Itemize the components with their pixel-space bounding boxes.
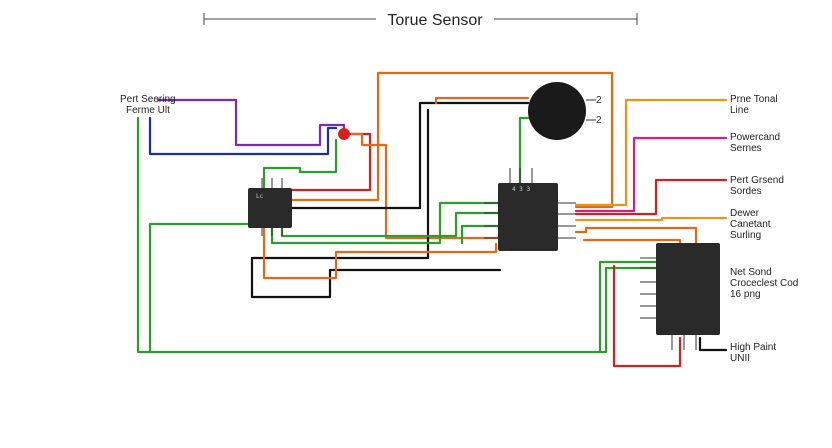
motor-pin-1: 2 (596, 95, 602, 106)
wire-red-bottom (612, 264, 682, 368)
wire-orange-node (350, 132, 500, 240)
chip-middle (498, 183, 558, 251)
label-right-3-line-1: Pert Grsend (730, 175, 784, 186)
wire-red-node (288, 132, 372, 192)
wire-purple (156, 98, 346, 147)
wire-orange-big-2 (582, 238, 682, 245)
label-right-1-line-2: Line (730, 105, 749, 116)
motor-pin-2: 2 (596, 115, 602, 126)
label-right-6-line-2: UNII (730, 353, 750, 364)
label-right-2-line-1: Powercand (730, 132, 780, 143)
label-right-6-line-1: High Paint (730, 342, 776, 353)
label-top-left-line-2: Ferme Ult (126, 105, 170, 116)
chip-middle-left-leads (484, 202, 498, 239)
label-right-5-line-2: Croceclest Cod (730, 278, 798, 289)
label-right-2: Powercand Sernes (730, 132, 780, 154)
wire-orange-top-loop (288, 71, 614, 209)
wire-orange-low (262, 223, 498, 280)
wire-green-bottom (136, 116, 658, 354)
label-right-1-line-1: Prne Tonal (730, 94, 778, 105)
chip-middle-pins: 4 3 3 (512, 186, 530, 193)
wire-amber-top (574, 98, 728, 207)
label-right-5: Net Sond Croceclest Cod 16 png (730, 267, 798, 300)
diagram-title: Torue Sensor (387, 12, 483, 29)
wire-green-mid-3 (460, 224, 500, 245)
wire-green-left (148, 222, 292, 354)
chip-large (656, 243, 720, 335)
chip-small-bottom-pins (261, 228, 283, 236)
wire-black-top (288, 101, 530, 210)
wire-green-mid-2 (280, 211, 500, 238)
wire-amber-dewer (574, 216, 728, 222)
chip-large-left-leads (640, 257, 656, 319)
wire-green-motor (518, 116, 530, 187)
chip-small-top-pins (261, 178, 283, 188)
chip-large-bottom-leads (671, 335, 697, 350)
label-right-4: Dewer Canetant Surling (730, 208, 771, 241)
junction-node (338, 128, 350, 140)
wire-red-right (574, 178, 728, 216)
wire-green-big (598, 260, 658, 354)
motor-circle (528, 82, 586, 140)
label-right-4-line-3: Surling (730, 230, 761, 241)
label-right-1: Prne Tonal Line (730, 94, 778, 116)
wire-black-mid (250, 108, 502, 299)
label-right-4-line-2: Canetant (730, 219, 771, 230)
wire-green-node (262, 138, 338, 190)
wire-blue (148, 116, 338, 156)
label-right-5-line-1: Net Sond (730, 267, 772, 278)
wire-green-mid-1 (270, 201, 500, 245)
wire-black-high (698, 336, 728, 352)
chip-small-label: Lc (256, 193, 264, 200)
label-right-4-line-1: Dewer (730, 208, 760, 219)
wire-magenta (574, 136, 728, 213)
chip-middle-top-leads (509, 168, 533, 183)
label-top-left-line-1: Pert Seering (120, 94, 176, 105)
label-right-6: High Paint UNII (730, 342, 776, 364)
chip-middle-right-leads (558, 202, 576, 239)
label-right-2-line-2: Sernes (730, 143, 762, 154)
chip-small (248, 188, 292, 228)
label-top-left: Pert Seering Ferme Ult (120, 94, 176, 116)
label-right-3: Pert Grsend Sordes (730, 175, 784, 197)
label-right-5-line-3: 16 png (730, 289, 761, 300)
label-right-3-line-2: Sordes (730, 186, 762, 197)
wire-orange-right-big (574, 226, 698, 245)
wire-orange-motor (434, 96, 530, 105)
